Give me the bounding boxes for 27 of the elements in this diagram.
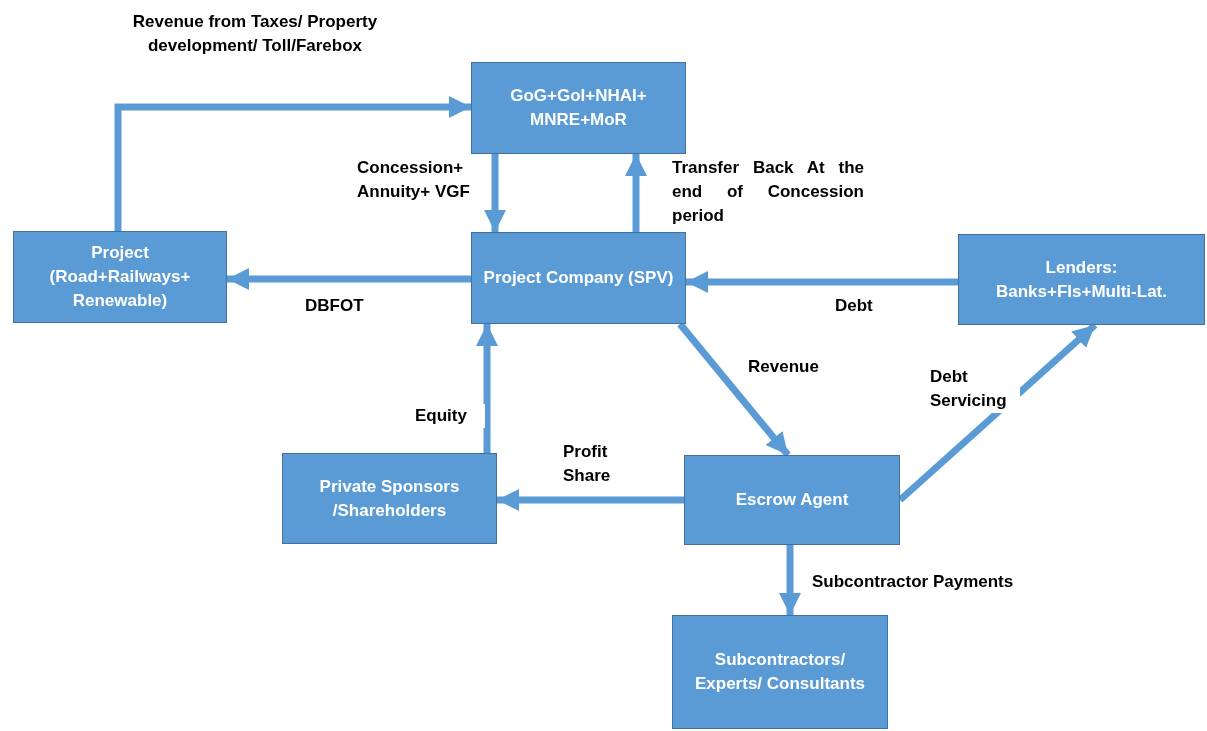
box-text: Project [91, 242, 149, 265]
process-box [684, 455, 900, 545]
box-text: Lenders: [1045, 256, 1118, 279]
box-text: GoG+GoI+NHAI+ MNRE+MoR [509, 85, 648, 131]
arrow [484, 154, 506, 232]
box-text: Escrow Agent [735, 489, 849, 512]
process-box [471, 62, 686, 154]
arrow [779, 545, 801, 615]
box-text: Banks+FIs+Multi-Lat. [996, 280, 1167, 303]
arrow [897, 322, 1098, 503]
arrow [114, 96, 471, 231]
process-box [958, 234, 1205, 325]
box-text: Subcontractors/ Experts/ Consultants [693, 649, 866, 695]
box-text: (Road+Railways+ Renewable) [48, 266, 192, 312]
process-box [13, 231, 227, 323]
arrow [677, 321, 791, 458]
box-text: Private Sponsors /Shareholders [318, 475, 461, 522]
process-box [282, 453, 497, 544]
process-box [672, 615, 888, 729]
arrow [227, 268, 471, 290]
process-box [471, 232, 686, 324]
arrow [686, 271, 958, 293]
arrow [625, 154, 647, 232]
arrow [497, 489, 684, 511]
arrow [476, 324, 498, 453]
box-text: Project Company (SPV) [483, 267, 674, 290]
edge-label: Equity [415, 404, 485, 428]
